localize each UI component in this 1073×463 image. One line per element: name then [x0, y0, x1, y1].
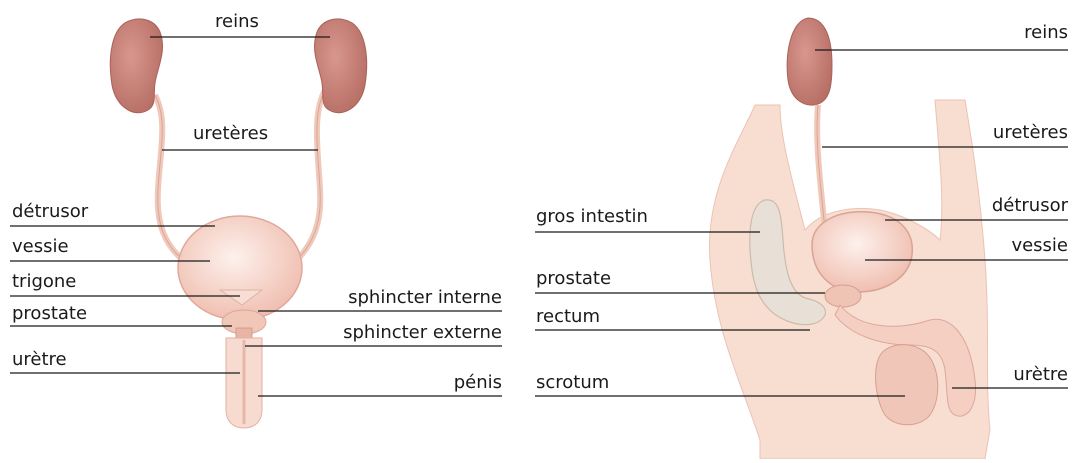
label-left-prostate: prostate — [12, 304, 87, 324]
frontal-view — [110, 19, 366, 428]
sagittal-view — [710, 18, 990, 459]
label-right-rectum: rectum — [536, 307, 600, 327]
label-left-trigone: trigone — [12, 272, 76, 292]
label-right-scrotum: scrotum — [536, 373, 609, 393]
label-left-ureteres: uretères — [193, 124, 268, 144]
right-prostate — [825, 285, 861, 307]
label-left-detrusor: détrusor — [12, 202, 88, 222]
label-left-reins: reins — [215, 12, 259, 32]
left-ureter-left — [155, 95, 185, 262]
label-left-penis: pénis — [400, 373, 502, 393]
label-left-vessie: vessie — [12, 237, 69, 257]
label-right-uretre: urètre — [960, 365, 1068, 385]
right-scrotum — [876, 345, 938, 425]
label-right-gros-intestin: gros intestin — [536, 207, 648, 227]
label-right-ureteres: uretères — [930, 123, 1068, 143]
label-right-vessie: vessie — [960, 236, 1068, 256]
left-bladder — [178, 216, 302, 320]
label-right-detrusor: détrusor — [930, 196, 1068, 216]
label-right-reins: reins — [960, 23, 1068, 43]
label-right-prostate: prostate — [536, 269, 611, 289]
label-left-sphincter-externe: sphincter externe — [300, 323, 502, 343]
label-left-sphincter-interne: sphincter interne — [300, 288, 502, 308]
label-left-uretre: urètre — [12, 350, 67, 370]
left-ureter-right — [295, 90, 325, 262]
right-bladder — [812, 212, 912, 292]
right-kidney — [787, 18, 832, 105]
